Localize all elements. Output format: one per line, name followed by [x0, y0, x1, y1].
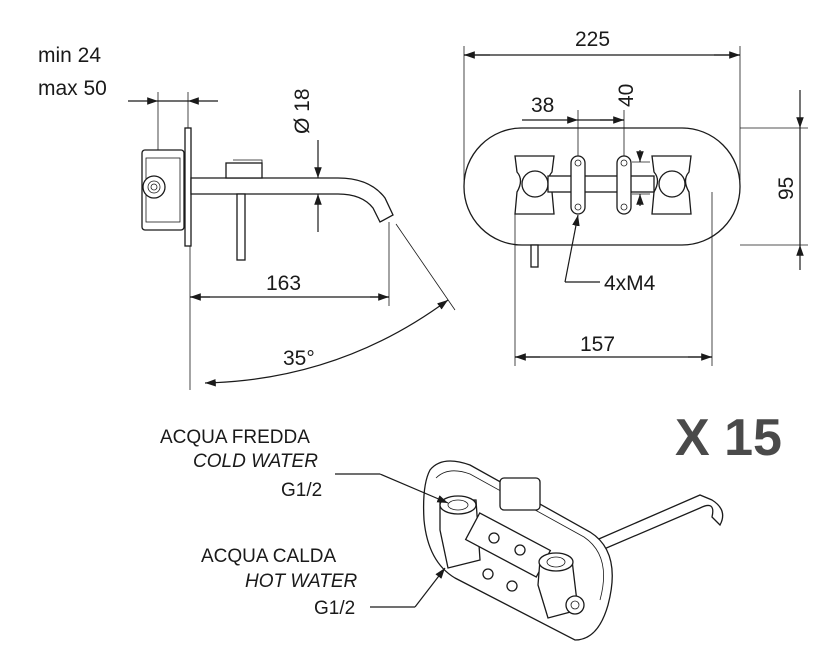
height-label: 95 [775, 177, 798, 200]
width-label: 225 [575, 28, 610, 51]
wall-min-label: min 24 [38, 44, 101, 67]
angle-label: 35° [283, 347, 315, 370]
diameter-label: Ø 18 [291, 88, 314, 134]
quantity-label: X 15 [675, 409, 782, 467]
hot-water-label-it: ACQUA CALDA [201, 546, 336, 567]
cold-water-thread: G1/2 [281, 480, 322, 501]
hot-water-label-en: HOT WATER [245, 571, 358, 592]
offset-label: 40 [615, 84, 638, 107]
screws-label: 4xM4 [604, 272, 656, 295]
isometric-view [335, 460, 724, 641]
centers-label: 157 [580, 333, 615, 356]
side-view: Ø 18 min 24 max 50 163 35° [38, 44, 456, 390]
cold-water-label-it: ACQUA FREDDA [160, 427, 310, 448]
cold-water-label-en: COLD WATER [193, 451, 318, 472]
hot-water-thread: G1/2 [314, 598, 355, 619]
wall-max-label: max 50 [38, 77, 107, 100]
spacing-label: 38 [531, 94, 554, 117]
front-view: 225 38 40 95 4xM4 157 [463, 28, 808, 366]
length-label: 163 [266, 272, 301, 295]
